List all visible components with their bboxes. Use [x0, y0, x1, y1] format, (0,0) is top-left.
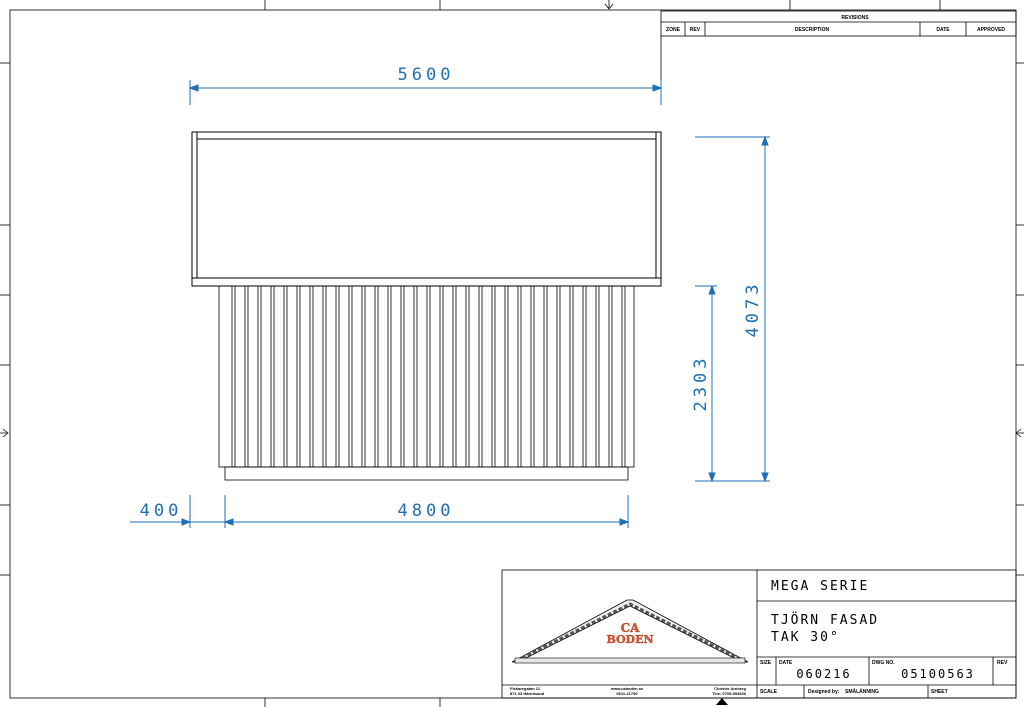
dimension-label-wall-height: 2303 — [691, 355, 711, 412]
date-value: 060216 — [796, 667, 851, 681]
center-mark-right — [1015, 428, 1024, 438]
dimension-label-wall-width: 4800 — [398, 501, 455, 521]
center-mark-top — [604, 0, 614, 10]
size-label: SIZE — [760, 660, 772, 666]
scale-label: SCALE — [760, 689, 778, 695]
foundation-sill — [224, 466, 629, 481]
logo-text-ca: CA — [621, 621, 641, 635]
series-title: MEGA SERIE — [771, 579, 869, 594]
contact-name: Christer Arnberg — [714, 686, 746, 691]
view-arrow-icon — [716, 698, 728, 705]
revisions-col-description: DESCRIPTION — [795, 27, 830, 33]
designed-label: Designed by: — [808, 689, 840, 695]
title-block — [501, 569, 1017, 699]
revisions-col-approved: APPROVED — [977, 27, 1005, 33]
dimension-total-height — [695, 135, 770, 483]
contact-phone: Tele: 0705-994636 — [712, 691, 747, 696]
phone-number: 0611-21790 — [616, 691, 638, 696]
dwg-no-label: DWG NO. — [872, 660, 895, 666]
revisions-col-rev: REV — [690, 27, 701, 33]
dimension-label-overhang: 400 — [140, 501, 183, 521]
address-line1: Fiskaregatan 11 — [510, 686, 541, 691]
dimension-label-overall-width: 5600 — [398, 65, 455, 85]
date-label: DATE — [779, 660, 793, 666]
drawing-title-line2: TAK 30° — [771, 630, 840, 645]
designed-value: SMÅLÄNNING — [845, 688, 879, 695]
dimension-wall-height — [695, 284, 717, 483]
web-address: www.caboden.se — [610, 686, 644, 691]
rev-label: REV — [997, 660, 1008, 666]
logo-text-boden: BODEN — [606, 633, 653, 646]
revisions-col-zone: ZONE — [666, 27, 681, 33]
revisions-title: REVISIONS — [841, 15, 869, 21]
address-line2: 871 33 Härnösand — [510, 691, 545, 696]
dimension-label-total-height: 4073 — [743, 281, 763, 338]
dwg-no-value: 05100563 — [901, 667, 975, 681]
center-mark-left — [0, 428, 9, 438]
dimension-overall-width — [188, 80, 663, 105]
revisions-table — [660, 10, 1017, 100]
roof-gable — [191, 131, 662, 287]
sheet-label: SHEET — [931, 689, 948, 695]
sheet-border — [9, 9, 1017, 699]
ca-boden-logo: CA BODEN — [511, 599, 749, 664]
revisions-col-date: DATE — [936, 27, 950, 33]
wall-cladding — [218, 285, 635, 468]
dimension-bottom — [130, 495, 630, 528]
drawing-title-line1: TJÖRN FASAD — [771, 611, 879, 628]
